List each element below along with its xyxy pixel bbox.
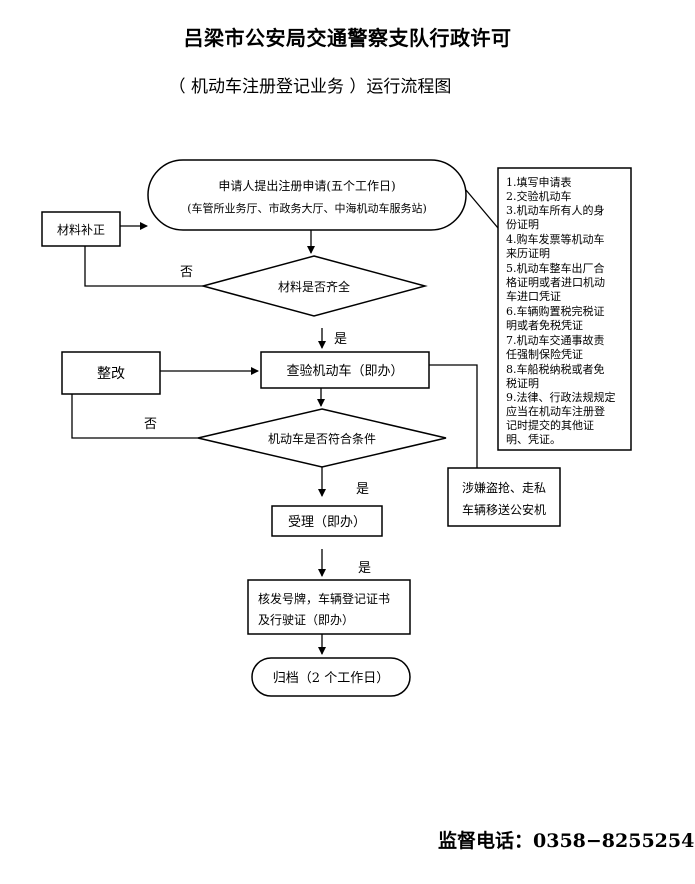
edge-inspect-to-police (429, 364, 478, 468)
requirement-line: 9.法律、行政法规规定 (506, 390, 616, 404)
inspect-label: 查验机动车（即办） (286, 363, 403, 379)
requirement-line: 应当在机动车注册登 (506, 404, 605, 418)
police-label-line1: 涉嫌盗抢、走私 (462, 480, 546, 495)
decision-materials-complete (200, 255, 428, 317)
requirement-line: 任强制保险凭证 (506, 347, 583, 361)
issue-label-line1: 核发号牌，车辆登记证书 (258, 591, 390, 606)
start-label-line2: (车管所业务厅、市政务大厅、中海机动车服务站) (187, 201, 427, 215)
rectify-label: 整改 (97, 366, 125, 382)
requirement-line: 1.填写申请表 (506, 175, 572, 189)
requirement-line: 车进口凭证 (506, 289, 561, 303)
requirement-line: 明、凭证。 (506, 432, 561, 446)
issue-plates-box (247, 579, 411, 635)
requirement-line: 8.车船税纳税或者免 (506, 362, 605, 376)
requirements-list: 1.填写申请表 2.交验机动车 3.机动车所有人的身 份证明 4.购车发票等机动… (506, 175, 616, 446)
accept-label: 受理（即办） (288, 515, 366, 530)
requirement-line: 4.购车发票等机动车 (506, 232, 605, 246)
inspect-box (260, 351, 430, 389)
page-title: 吕梁市公安局交通警察支队行政许可 (183, 26, 512, 50)
police-transfer-box (447, 467, 561, 527)
edge-label-yes2: 是 (356, 482, 369, 497)
edge-no-to-material-fix (84, 246, 203, 287)
start-label-line1: 申请人提出注册申请(五个工作日) (218, 178, 395, 193)
requirement-line: 份证明 (506, 218, 539, 231)
edge-label-yes3: 是 (358, 561, 371, 576)
edge-label-yes1: 是 (334, 332, 347, 347)
requirement-line: 明或者免税凭证 (506, 318, 583, 332)
requirement-line: 6.车辆购置税完税证 (506, 304, 605, 318)
decision1-label: 材料是否齐全 (278, 279, 350, 294)
issue-label-line2: 及行驶证（即办） (258, 612, 354, 627)
rectify-box (61, 351, 161, 395)
start-terminal (147, 159, 467, 231)
requirements-callout (465, 189, 499, 229)
edge-label-no2: 否 (144, 417, 157, 432)
accept-box (271, 505, 383, 537)
page-subtitle: （ 机动车注册登记业务 ）运行流程图 (168, 77, 452, 97)
requirement-line: 税证明 (506, 376, 539, 390)
archive-terminal (251, 657, 411, 697)
requirement-line: 5.机动车整车出厂合 (506, 261, 605, 275)
material-fix-box (41, 211, 121, 247)
archive-label: 归档（2 个工作日） (273, 671, 389, 686)
requirement-line: 格证明或者进口机动 (506, 275, 605, 289)
edge-label-no1: 否 (180, 265, 193, 280)
edge-no-to-rectify (71, 394, 198, 439)
decision2-label: 机动车是否符合条件 (268, 431, 376, 446)
requirement-line: 7.机动车交通事故责 (506, 333, 605, 347)
requirement-line: 来历证明 (506, 247, 550, 260)
requirement-line: 3.机动车所有人的身 (506, 203, 605, 217)
material-fix-label: 材料补正 (57, 223, 105, 237)
requirement-line: 记时提交的其他证 (506, 418, 594, 432)
supervision-phone: 监督电话：0358−8255254 (438, 830, 695, 852)
requirement-line: 2.交验机动车 (506, 189, 572, 203)
police-label-line2: 车辆移送公安机 (462, 502, 546, 517)
requirements-box (497, 167, 632, 451)
